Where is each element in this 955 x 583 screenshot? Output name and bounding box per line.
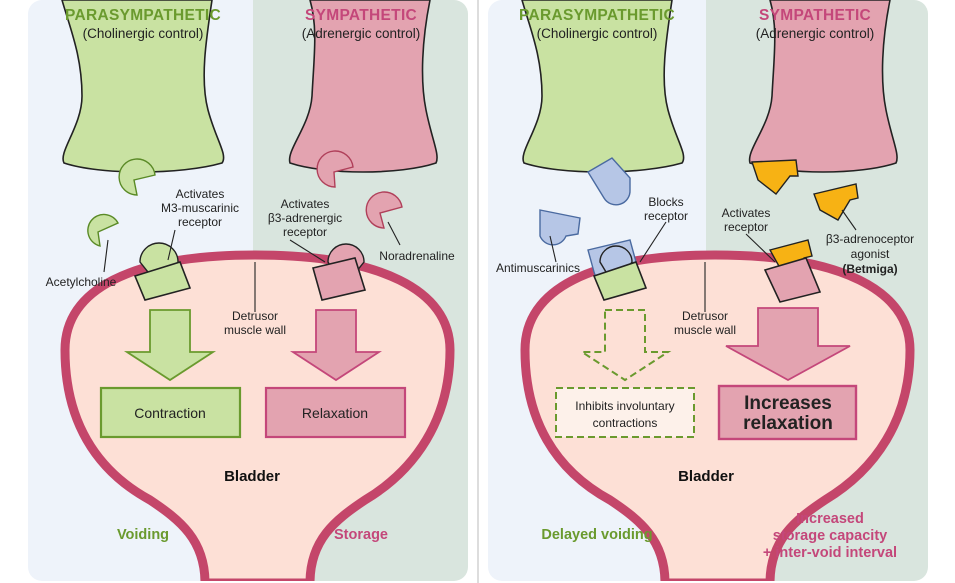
- m3-muscarinic-receptor: [133, 242, 192, 301]
- agonist-label-line1: β3-adrenoceptor: [826, 232, 914, 246]
- delayed-voiding-label: Delayed voiding: [541, 527, 652, 543]
- m3-label-line2: M3-muscarinic: [161, 201, 239, 215]
- antimuscarinics-label: Antimuscarinics: [496, 261, 580, 275]
- sympathetic-nerve-ending: [748, 0, 898, 173]
- blocks-label-line1: Blocks: [648, 195, 683, 209]
- inhibits-arrow: [578, 309, 672, 382]
- symp-title: SYMPATHETIC: [759, 7, 871, 24]
- para-title: PARASYMPATHETIC: [65, 7, 221, 24]
- symp-title: SYMPATHETIC: [305, 7, 417, 24]
- agonist-label-line2: agonist: [851, 247, 890, 261]
- relaxation-label: Relaxation: [302, 405, 368, 421]
- increases-label-line1: Increases: [744, 393, 832, 414]
- detrusor-label-line2: muscle wall: [224, 323, 286, 337]
- agonist-label-line3: (Betmiga): [842, 262, 897, 276]
- detrusor-label-line1: Detrusor: [232, 309, 278, 323]
- symp-subtitle: (Adrenergic control): [302, 26, 421, 41]
- detrusor-label-line1: Detrusor: [682, 309, 728, 323]
- contraction-box: [99, 386, 242, 439]
- symp-subtitle: (Adrenergic control): [756, 26, 875, 41]
- b3-adrenergic-receptor: [312, 243, 367, 301]
- bladder-label: Bladder: [678, 468, 734, 485]
- para-title: PARASYMPATHETIC: [519, 7, 675, 24]
- detrusor-label-line2: muscle wall: [674, 323, 736, 337]
- increases-arrow: [725, 307, 851, 382]
- b3-label-line2: β3-adrenergic: [268, 211, 342, 225]
- increased-label-line1: Increased: [796, 511, 864, 527]
- sympathetic-nerve-ending: [288, 0, 438, 173]
- para-subtitle: (Cholinergic control): [83, 26, 204, 41]
- voiding-label: Voiding: [117, 527, 169, 543]
- bladder-label: Bladder: [224, 468, 280, 485]
- noradrenaline-molecule: [316, 150, 403, 229]
- inhibits-label-line2: contractions: [593, 416, 658, 430]
- inhibits-label-line1: Inhibits involuntary: [575, 399, 674, 413]
- increases-box: [717, 384, 858, 441]
- increased-label-line2: storage capacity: [773, 528, 887, 544]
- relaxation-box: [264, 386, 407, 439]
- increased-label-line3: + inter-void interval: [763, 545, 897, 561]
- storage-label: Storage: [334, 527, 388, 543]
- activates-label-line1: Activates: [722, 206, 771, 220]
- b3-label-line3: receptor: [283, 225, 327, 239]
- b3-label-line1: Activates: [281, 197, 330, 211]
- relaxation-arrow: [289, 309, 383, 382]
- activates-label-line2: receptor: [724, 220, 768, 234]
- blocks-label-line2: receptor: [644, 209, 688, 223]
- noradrenaline-label: Noradrenaline: [379, 249, 455, 263]
- acetylcholine-molecule: [87, 158, 156, 247]
- m3-label-line1: Activates: [176, 187, 225, 201]
- contraction-label: Contraction: [134, 405, 206, 421]
- m3-label-line3: receptor: [178, 215, 222, 229]
- right-panel: PARASYMPATHETIC (Cholinergic control) SY…: [488, 0, 928, 581]
- inhibits-box: [555, 387, 695, 438]
- blocked-m3-receptor: [592, 245, 648, 301]
- para-subtitle: (Cholinergic control): [537, 26, 658, 41]
- activated-b3-receptor: [763, 257, 822, 303]
- increases-label-line2: relaxation: [743, 413, 833, 434]
- left-panel: PARASYMPATHETIC (Cholinergic control) SY…: [28, 0, 468, 581]
- acetylcholine-label: Acetylcholine: [46, 275, 117, 289]
- contraction-arrow: [123, 309, 217, 382]
